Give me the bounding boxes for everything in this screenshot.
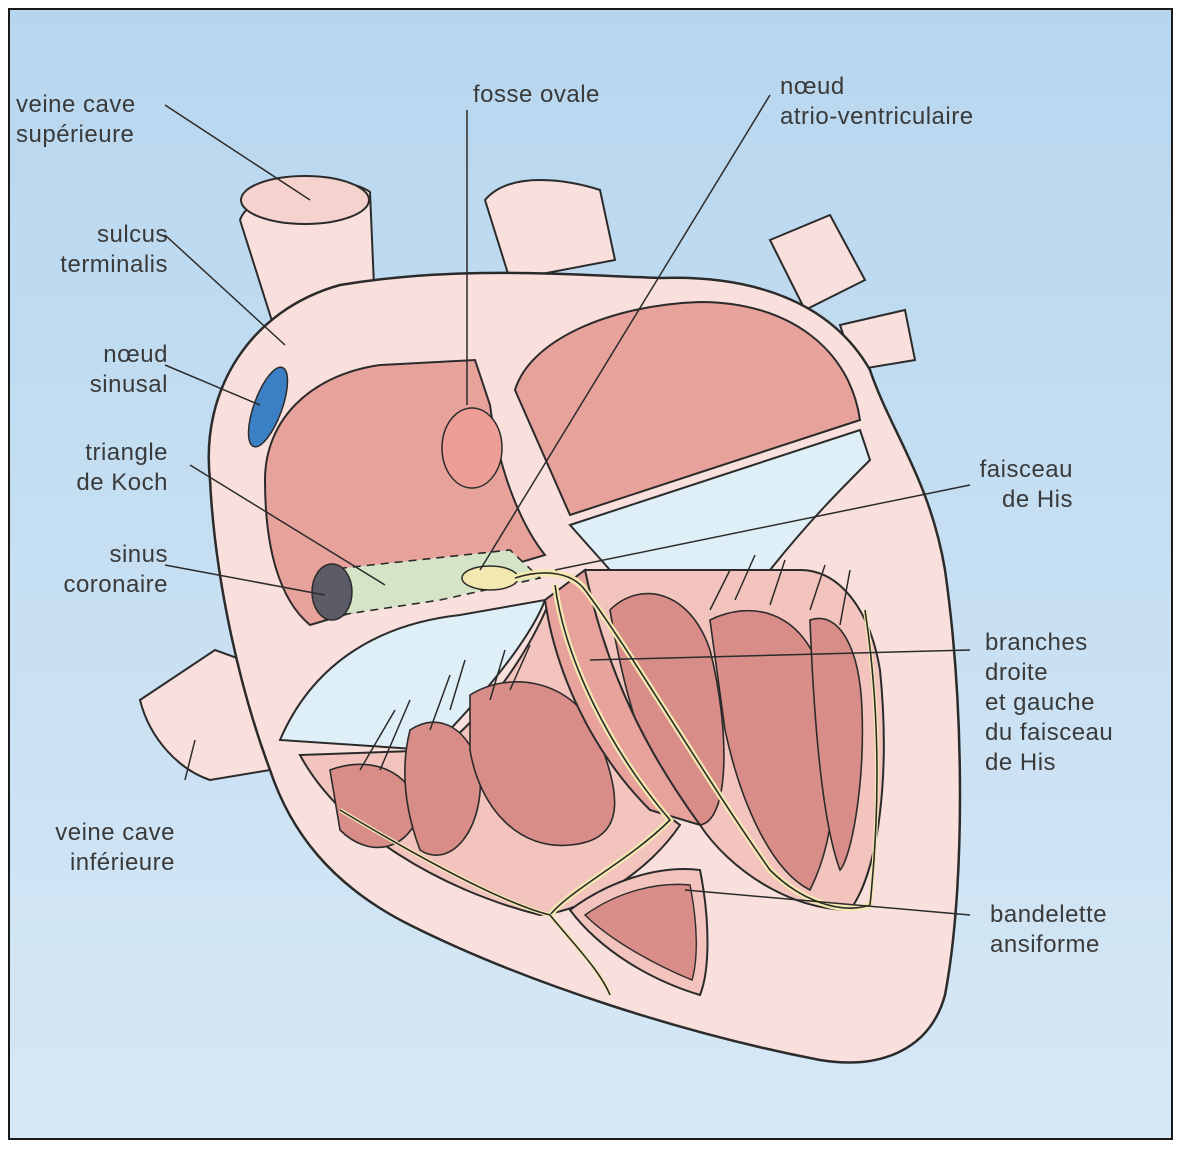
label-superior-vena-cava: veine cave supérieure (16, 90, 136, 150)
coronary-sinus (312, 564, 352, 620)
label-bundle-of-his: faisceau de His (965, 455, 1073, 515)
label-coronary-sinus: sinus coronaire (28, 540, 168, 600)
label-av-node: nœud atrio-ventriculaire (780, 72, 974, 132)
label-fossa-ovalis: fosse ovale (473, 80, 600, 110)
av-node (462, 566, 518, 590)
label-inferior-vena-cava: veine cave inférieure (20, 818, 175, 878)
heart-conduction-diagram (10, 10, 1171, 1138)
label-koch-triangle: triangle de Koch (28, 438, 168, 498)
label-sulcus-terminalis: sulcus terminalis (48, 220, 168, 280)
svc-opening (241, 176, 369, 224)
label-sinus-node: nœud sinusal (48, 340, 168, 400)
label-bundle-branches: branches droite et gauche du faisceau de… (985, 628, 1113, 778)
fossa-ovalis (442, 408, 502, 488)
label-moderator-band: bandelette ansiforme (990, 900, 1107, 960)
figure-frame: veine cave supérieure sulcus terminalis … (8, 8, 1173, 1140)
